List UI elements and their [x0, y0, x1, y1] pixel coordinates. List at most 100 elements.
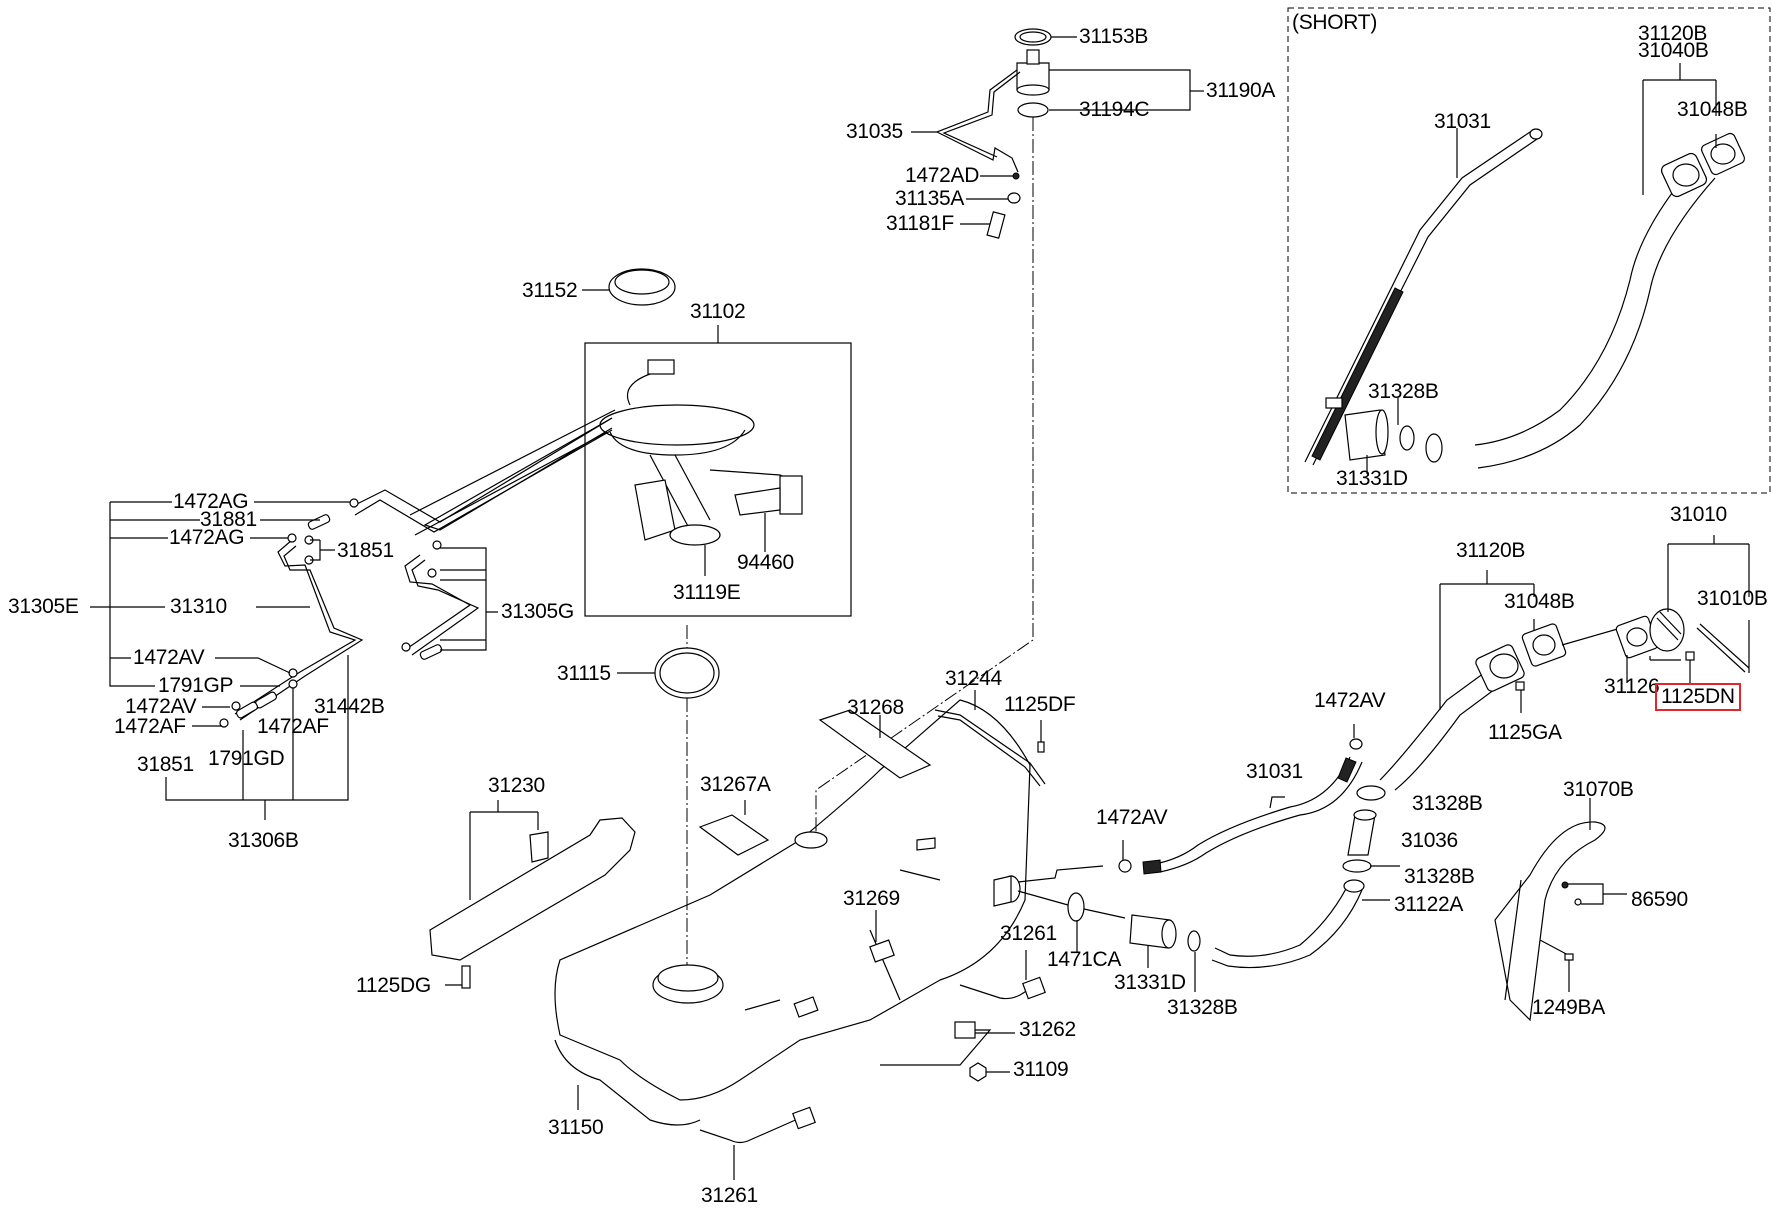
- label-1472AF-left[interactable]: 1472AF: [114, 715, 186, 738]
- part-31261-strap-top: [959, 984, 1029, 1000]
- label-31881[interactable]: 31881: [200, 508, 257, 531]
- label-31115[interactable]: 31115: [557, 662, 611, 685]
- label-short-31048B[interactable]: 31048B: [1677, 98, 1748, 121]
- label-31328B-lower[interactable]: 31328B: [1167, 996, 1238, 1019]
- label-31442B[interactable]: 31442B: [314, 695, 385, 718]
- part-31102-pump-module: [599, 359, 803, 546]
- part-31010B-tether: [1696, 627, 1746, 673]
- part-31267A-pad: [698, 814, 770, 856]
- label-31328B-middle[interactable]: 31328B: [1404, 865, 1475, 888]
- label-31120B[interactable]: 31120B: [1456, 539, 1526, 562]
- label-31035[interactable]: 31035: [846, 120, 903, 143]
- part-31310-fuel-line: [219, 417, 613, 728]
- part-31126-gasket: [1615, 615, 1659, 659]
- part-31190A-valve: [1016, 49, 1050, 96]
- label-31070B[interactable]: 31070B: [1563, 778, 1634, 801]
- label-31230[interactable]: 31230: [488, 774, 545, 797]
- part-31331D-hose: [1129, 914, 1177, 949]
- short-31331D-hose: [1344, 409, 1389, 461]
- label-31181F[interactable]: 31181F: [886, 212, 954, 235]
- label-31269[interactable]: 31269: [843, 887, 900, 910]
- label-94460[interactable]: 94460: [737, 551, 794, 574]
- label-31262[interactable]: 31262: [1019, 1018, 1076, 1041]
- short-31328B-clamp: [1399, 425, 1415, 451]
- part-1125DN-screw: [1649, 651, 1695, 683]
- label-31851-lower[interactable]: 31851: [137, 753, 194, 776]
- label-1249BA[interactable]: 1249BA: [1532, 996, 1605, 1019]
- label-31267A[interactable]: 31267A: [700, 773, 771, 796]
- label-1125DN-highlighted[interactable]: 1125DN: [1655, 683, 1741, 711]
- part-31153B-ring: [1014, 28, 1052, 46]
- label-31010B[interactable]: 31010B: [1697, 587, 1768, 610]
- label-31010[interactable]: 31010: [1670, 503, 1727, 526]
- label-1472AV-middle[interactable]: 1472AV: [1096, 806, 1168, 829]
- label-31135A[interactable]: 31135A: [895, 187, 965, 210]
- label-31102[interactable]: 31102: [690, 300, 746, 323]
- label-31261-upper[interactable]: 31261: [1000, 922, 1057, 945]
- label-1471CA[interactable]: 1471CA: [1047, 948, 1122, 971]
- label-1472AV-right[interactable]: 1472AV: [1314, 689, 1386, 712]
- label-1791GD[interactable]: 1791GD: [208, 747, 285, 770]
- label-31119E[interactable]: 31119E: [673, 581, 741, 604]
- label-1472AV-left-lower[interactable]: 1472AV: [125, 695, 197, 718]
- label-31150[interactable]: 31150: [548, 1116, 604, 1139]
- label-31331D[interactable]: 31331D: [1114, 971, 1186, 994]
- label-1125DG[interactable]: 1125DG: [356, 974, 431, 997]
- label-31122A[interactable]: 31122A: [1394, 893, 1464, 916]
- label-1125DF[interactable]: 1125DF: [1004, 693, 1076, 716]
- label-31261-lower[interactable]: 31261: [701, 1184, 758, 1207]
- part-31036-hose: [1347, 814, 1376, 856]
- fuel-pump-module-frame: [584, 342, 852, 617]
- short-31031-vent-hose: [1304, 129, 1534, 463]
- part-1125GA-screw: [1515, 681, 1525, 691]
- label-31153B[interactable]: 31153B: [1079, 25, 1149, 48]
- label-31126[interactable]: 31126: [1604, 675, 1660, 698]
- part-31010-fuel-cap: [1649, 608, 1685, 652]
- short-31120B-filler-pipe: [1474, 169, 1691, 446]
- label-31310[interactable]: 31310: [170, 595, 227, 618]
- label-31268[interactable]: 31268: [847, 696, 904, 719]
- label-31306B[interactable]: 31306B: [228, 829, 299, 852]
- label-short-31120B[interactable]: 31120B: [1638, 22, 1708, 45]
- part-31230-bracket: [429, 817, 636, 961]
- part-31261-strap-bottom: [699, 1117, 801, 1144]
- label-short-31040B[interactable]: 31040B: [1638, 39, 1709, 62]
- label-86590[interactable]: 86590: [1631, 888, 1688, 911]
- part-31070B-shield: [1494, 821, 1606, 1022]
- label-31036[interactable]: 31036: [1401, 829, 1458, 852]
- label-31194C[interactable]: 31194C: [1079, 98, 1150, 121]
- label-1472AV-left-upper[interactable]: 1472AV: [133, 646, 205, 669]
- label-1125GA[interactable]: 1125GA: [1488, 721, 1562, 744]
- label-31328B-upper[interactable]: 31328B: [1412, 792, 1483, 815]
- part-31035-vent-tube: [935, 69, 1019, 173]
- part-31328B-clamp: [1187, 930, 1201, 952]
- label-1791GP[interactable]: 1791GP: [158, 674, 234, 697]
- label-31305E[interactable]: 31305E: [8, 595, 79, 618]
- part-31194C-gasket: [1017, 102, 1049, 118]
- label-short-31331D[interactable]: 31331D: [1336, 467, 1408, 490]
- short-inset-frame: [1287, 7, 1771, 494]
- part-31031-vent-hose: [1154, 756, 1351, 865]
- label-31109[interactable]: 31109: [1013, 1058, 1069, 1081]
- label-short-31328B[interactable]: 31328B: [1368, 380, 1439, 403]
- part-31262-strap: [880, 1029, 992, 1066]
- label-short-31031[interactable]: 31031: [1434, 110, 1491, 133]
- label-31244[interactable]: 31244: [945, 667, 1002, 690]
- label-1472AG-upper[interactable]: 1472AG: [173, 490, 249, 513]
- part-31152-lock-ring: [608, 268, 676, 306]
- label-1472AF-right[interactable]: 1472AF: [257, 715, 329, 738]
- part-1471CA-clamp: [1067, 892, 1085, 922]
- label-31152[interactable]: 31152: [522, 279, 578, 302]
- part-31048B-gasket: [1521, 623, 1567, 667]
- label-31048B[interactable]: 31048B: [1504, 590, 1575, 613]
- part-31244-strap: [934, 709, 1046, 785]
- part-31120B-flange: [1475, 644, 1525, 692]
- label-31851-upper[interactable]: 31851: [337, 539, 394, 562]
- label-31031[interactable]: 31031: [1246, 760, 1303, 783]
- label-31190A[interactable]: 31190A: [1206, 79, 1276, 102]
- label-31305G[interactable]: 31305G: [501, 600, 574, 623]
- label-1472AD[interactable]: 1472AD: [905, 164, 980, 187]
- label-1472AG-lower[interactable]: 1472AG: [169, 526, 245, 549]
- short-31040B-flange: [1660, 152, 1708, 198]
